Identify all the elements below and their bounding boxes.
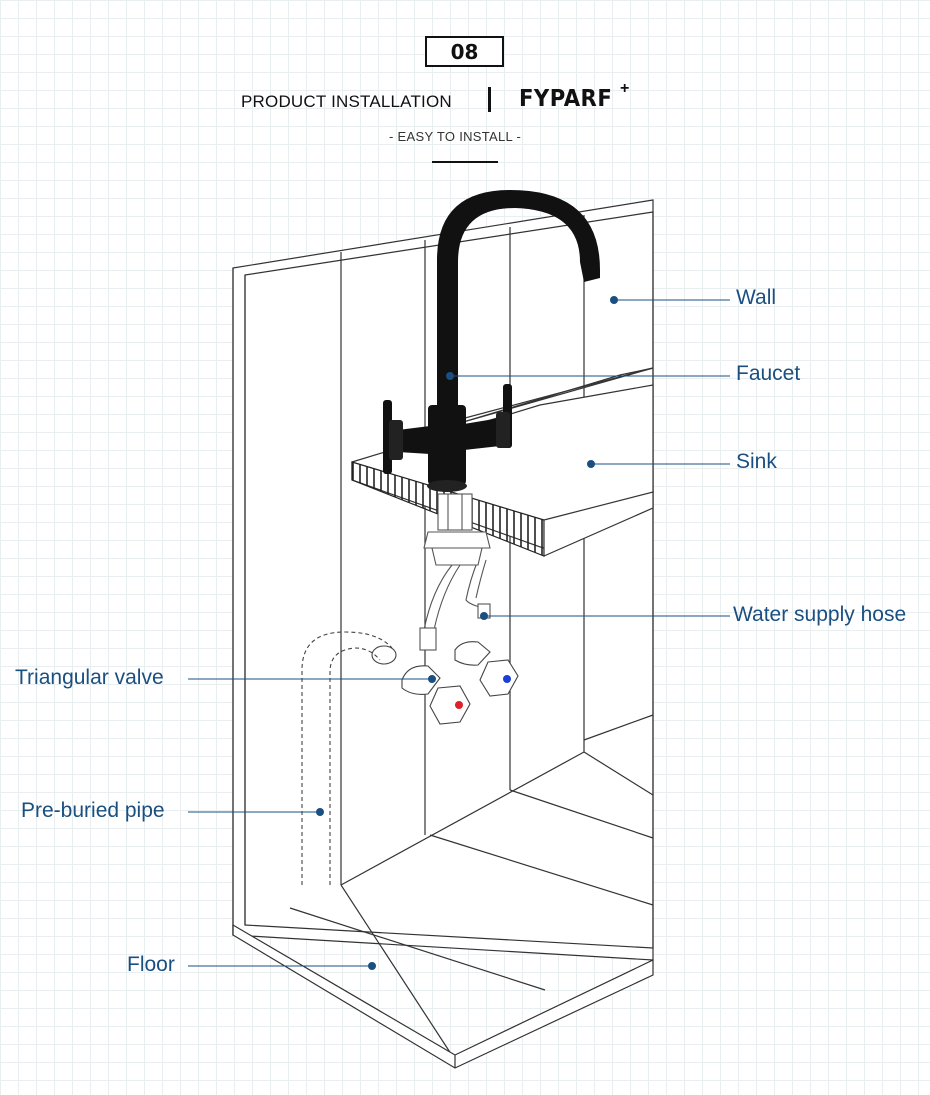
faucet [383,190,600,492]
pre-buried-pipe [301,631,397,885]
page-title: PRODUCT INSTALLATION [241,92,452,111]
label-pre-buried-pipe: Pre-buried pipe [21,799,165,822]
label-sink: Sink [736,450,777,473]
label-triangular-valve: Triangular valve [15,666,164,689]
label-faucet: Faucet [736,362,801,385]
brand-plus-mark: + [620,80,630,97]
triangular-valve-hot [401,665,471,725]
faucet-shank [423,493,491,566]
hot-valve-dot [455,701,463,709]
triangular-valve-cold [454,641,519,697]
subtitle-underline [432,161,498,163]
cold-valve-dot [503,675,511,683]
title-divider [488,87,491,112]
label-wall: Wall [736,286,777,309]
callouts [188,296,730,970]
page-subtitle: - EASY TO INSTALL - [389,129,522,144]
brand-logo: FYPARF [519,86,613,112]
label-floor: Floor [127,953,175,976]
step-number-badge: 08 [425,36,504,67]
label-water-supply-hose: Water supply hose [733,603,907,626]
